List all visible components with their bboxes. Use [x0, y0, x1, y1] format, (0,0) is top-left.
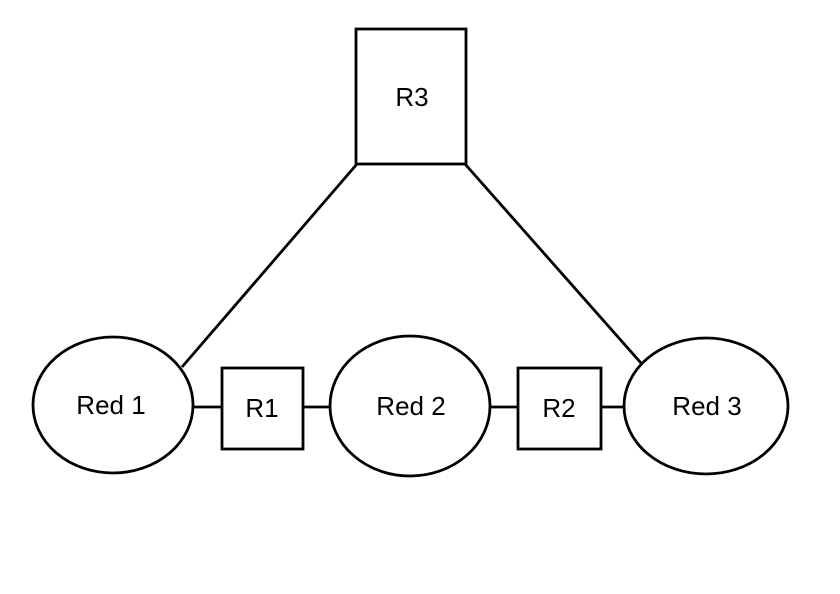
node-r1: R1	[220, 366, 305, 451]
node-red1-label: Red 1	[76, 390, 145, 420]
node-r2: R2	[516, 366, 603, 451]
node-red2: Red 2	[328, 334, 492, 478]
node-red3-label: Red 3	[672, 391, 741, 421]
node-r2-label: R2	[542, 393, 575, 423]
node-red3-shape	[622, 336, 790, 476]
edge-r3-red3	[463, 163, 643, 364]
node-red1-shape	[31, 335, 195, 475]
edge-r3-red1	[180, 163, 359, 368]
node-red1: Red 1	[31, 335, 195, 475]
node-r1-label: R1	[245, 393, 278, 423]
diagram-edges	[180, 163, 643, 409]
node-red2-label: Red 2	[376, 391, 445, 421]
node-r3-shape	[354, 27, 468, 166]
node-red2-shape	[328, 334, 492, 478]
node-r2-shape	[516, 366, 603, 451]
node-r1-shape	[220, 366, 305, 451]
node-red3: Red 3	[622, 336, 790, 476]
node-r3-label: R3	[395, 82, 428, 112]
node-r3: R3	[354, 27, 468, 166]
